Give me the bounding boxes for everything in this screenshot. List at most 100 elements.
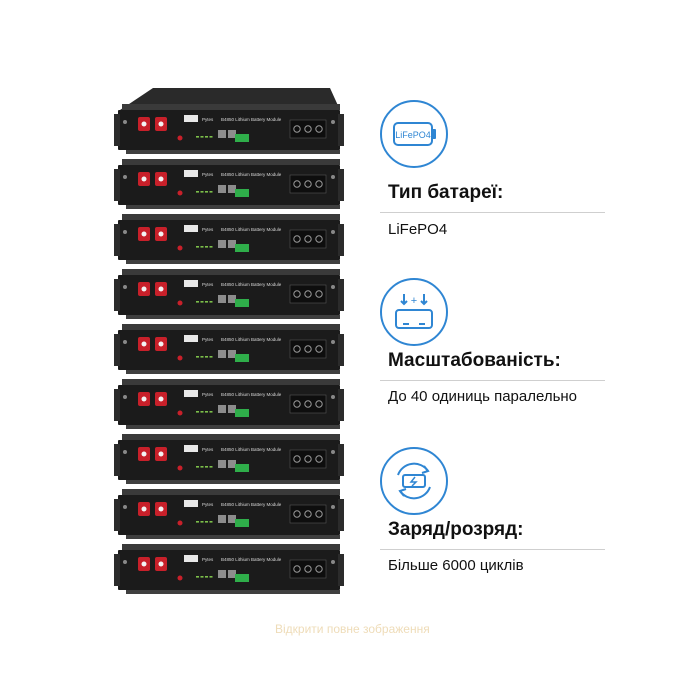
left-rack-ear (114, 224, 120, 256)
comm-port (228, 130, 236, 138)
comm-port (218, 185, 226, 193)
breaker-knob (304, 565, 312, 573)
screw (331, 395, 335, 399)
breaker-knob (293, 400, 301, 408)
module-top-edge (122, 269, 340, 275)
status-led (200, 411, 204, 413)
terminal-pin (158, 286, 164, 292)
module-label: B4850 Lithium Battery Module (221, 172, 282, 177)
screw (331, 230, 335, 234)
module-bottom-shadow (126, 260, 340, 264)
status-led (205, 466, 208, 468)
module-top-edge (122, 324, 340, 330)
comm-port (218, 350, 226, 358)
breaker-knob (304, 510, 312, 518)
breaker-knob (315, 345, 323, 353)
right-rack-ear (338, 224, 344, 256)
screw (123, 175, 127, 179)
status-led (196, 356, 199, 358)
svg-text:+: + (411, 295, 417, 307)
brand-label: Pytes (202, 117, 214, 122)
module-label: B4850 Lithium Battery Module (221, 557, 282, 562)
status-led (196, 521, 199, 523)
breaker-knob (315, 400, 323, 408)
status-led (200, 136, 204, 138)
breaker-knob (315, 565, 323, 573)
right-rack-ear (338, 334, 344, 366)
breaker-knob (304, 400, 312, 408)
battery-module: Pytes B4850 Lithium Battery Module (114, 489, 344, 539)
terminal-pin (158, 231, 164, 237)
module-label: B4850 Lithium Battery Module (221, 227, 282, 232)
terminal-pin (141, 231, 147, 237)
comm-port (218, 240, 226, 248)
module-top-edge (122, 159, 340, 165)
brand-label: Pytes (202, 282, 214, 287)
breaker-knob (293, 455, 301, 463)
brand-logo (184, 225, 198, 232)
divider (380, 212, 605, 213)
status-led (205, 411, 208, 413)
brand-logo (184, 555, 198, 562)
screw (331, 120, 335, 124)
breaker-knob (304, 345, 312, 353)
module-bottom-shadow (126, 535, 340, 539)
power-switch (177, 300, 183, 306)
module-bottom-shadow (126, 480, 340, 484)
dry-contact-connector (235, 354, 249, 362)
left-rack-ear (114, 499, 120, 531)
terminal-pin (141, 451, 147, 457)
brand-label: Pytes (202, 557, 214, 562)
breaker-knob (293, 180, 301, 188)
comm-port (218, 460, 226, 468)
status-led (196, 576, 199, 578)
screw (123, 395, 127, 399)
terminal-pin (141, 341, 147, 347)
breaker-knob (315, 290, 323, 298)
module-label: B4850 Lithium Battery Module (221, 502, 282, 507)
status-led (196, 246, 199, 248)
divider (380, 380, 605, 381)
module-top-edge (122, 489, 340, 495)
brand-logo (184, 115, 198, 122)
terminal-pin (158, 396, 164, 402)
screw (123, 505, 127, 509)
status-led (200, 576, 204, 578)
screw (123, 560, 127, 564)
breaker-block (289, 339, 327, 359)
screw (331, 560, 335, 564)
breaker-knob (304, 290, 312, 298)
charge-cycles-value: Більше 6000 циклів (388, 557, 524, 574)
breaker-knob (315, 455, 323, 463)
module-bottom-shadow (126, 370, 340, 374)
status-led (196, 411, 199, 413)
status-led (196, 466, 199, 468)
comm-port (228, 240, 236, 248)
scalability-value: До 40 одиниць паралельно (388, 388, 578, 405)
breaker-knob (293, 565, 301, 573)
module-bottom-shadow (126, 150, 340, 154)
dry-contact-connector (235, 519, 249, 527)
lifepo4-icon-label: LiFePO4 (395, 130, 431, 140)
brand-label: Pytes (202, 447, 214, 452)
status-led (209, 576, 213, 578)
dry-contact-connector (235, 409, 249, 417)
terminal-pin (141, 396, 147, 402)
battery-type-title: Тип батареї: (388, 182, 504, 203)
left-rack-ear (114, 389, 120, 421)
comm-port (228, 295, 236, 303)
screw (123, 285, 127, 289)
status-led (196, 301, 199, 303)
power-switch (177, 190, 183, 196)
terminal-pin (141, 506, 147, 512)
brand-label: Pytes (202, 502, 214, 507)
screw (123, 230, 127, 234)
breaker-knob (293, 290, 301, 298)
dry-contact-connector (235, 134, 249, 142)
watermark-link[interactable]: Відкрити повне зображення (275, 622, 430, 636)
power-switch (177, 135, 183, 141)
breaker-knob (315, 510, 323, 518)
comm-port (228, 570, 236, 578)
screw (331, 285, 335, 289)
